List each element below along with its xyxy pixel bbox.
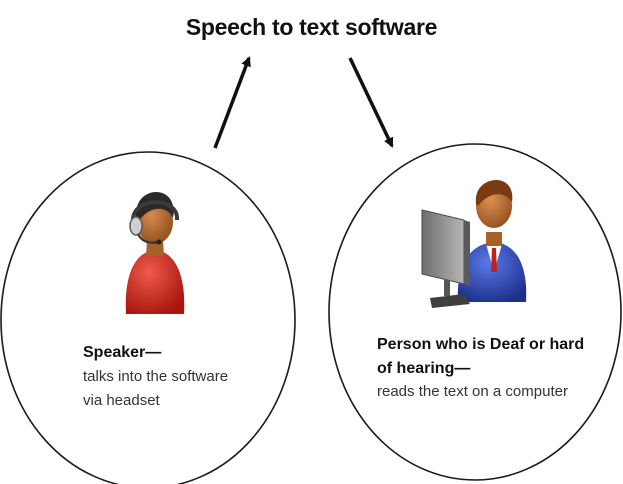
- speaker-line-1: talks into the software: [83, 368, 229, 385]
- diagram-title: Speech to text software: [185, 14, 438, 40]
- listener-heading-line-2: of hearing—: [377, 360, 471, 377]
- person-at-computer-icon: [418, 176, 530, 316]
- speaker-heading: Speaker—: [83, 344, 162, 361]
- headset-speaker-icon: [120, 176, 190, 314]
- speaker-circle: [0, 151, 296, 484]
- listener-caption: Person who is Deaf or hard of hearing— r…: [377, 333, 617, 403]
- listener-heading-line-1: Person who is Deaf or hard: [377, 336, 585, 353]
- listener-circle: [328, 143, 622, 481]
- speaker-line-2: via headset: [83, 392, 160, 409]
- speaker-caption: Speaker— talks into the software via hea…: [83, 341, 283, 413]
- arrow-to-software: [213, 56, 251, 149]
- arrow-to-listener: [348, 57, 394, 148]
- listener-line-1: reads the text on a computer: [377, 383, 568, 400]
